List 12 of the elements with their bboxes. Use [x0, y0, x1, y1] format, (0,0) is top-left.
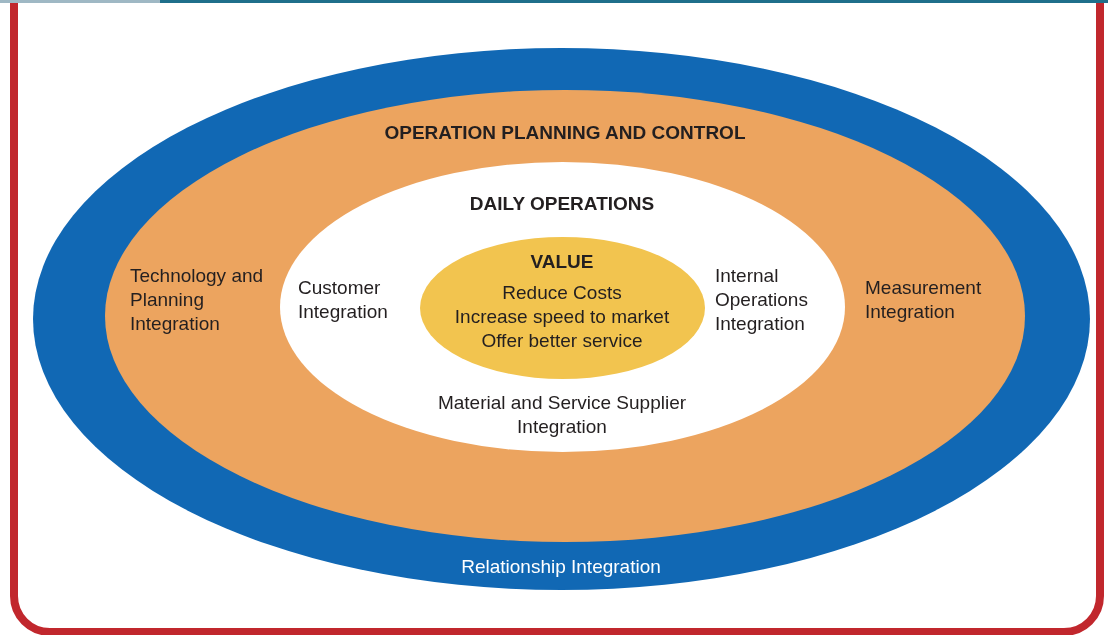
ring-heading: OPERATION PLANNING AND CONTROL — [384, 121, 746, 145]
core-item: Reduce Costs — [502, 281, 622, 305]
ring-label: Material and Service Supplier Integration — [436, 391, 688, 439]
ring-heading: DAILY OPERATIONS — [469, 192, 655, 216]
ring-label: Relationship Integration — [461, 555, 661, 579]
core-item: Offer better service — [481, 329, 643, 353]
ring-label: Technology and Planning Integration — [130, 264, 265, 336]
core-item: Increase speed to market — [454, 305, 670, 329]
ring-label: Customer Integration — [298, 276, 389, 324]
core-heading: VALUE — [530, 250, 594, 274]
ring-label: Internal Operations Integration — [715, 264, 809, 336]
ring-label: Measurement Integration — [865, 276, 983, 324]
